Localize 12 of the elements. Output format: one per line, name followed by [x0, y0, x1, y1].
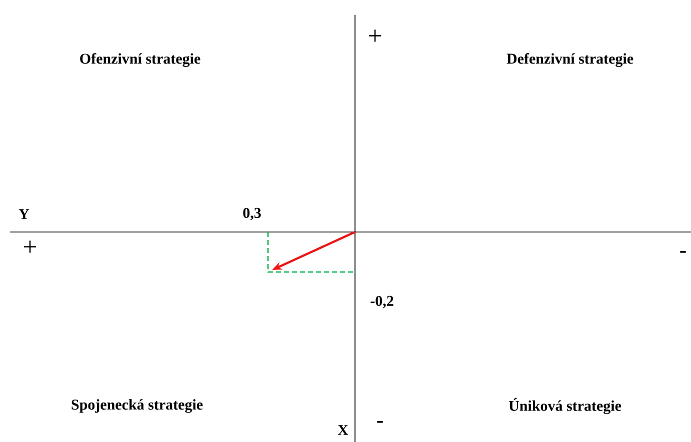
quadrant-label: Ofenzivní strategie — [80, 53, 200, 67]
tick-value: 0,3 — [243, 208, 261, 220]
sign-symbol: + — [368, 30, 382, 42]
sign-symbol: - — [680, 250, 686, 253]
axis-label: Y — [18, 209, 30, 219]
quadrant-label: Spojenecká strategie — [72, 399, 203, 413]
quadrant-label: Úniková strategie — [508, 398, 622, 414]
tick-value: -0,2 — [370, 296, 394, 308]
sign-symbol: + — [24, 240, 36, 253]
sign-symbol: - — [377, 420, 383, 423]
quadrant-label: Defenzivní strategie — [506, 53, 634, 67]
axis-label: X — [338, 425, 348, 435]
